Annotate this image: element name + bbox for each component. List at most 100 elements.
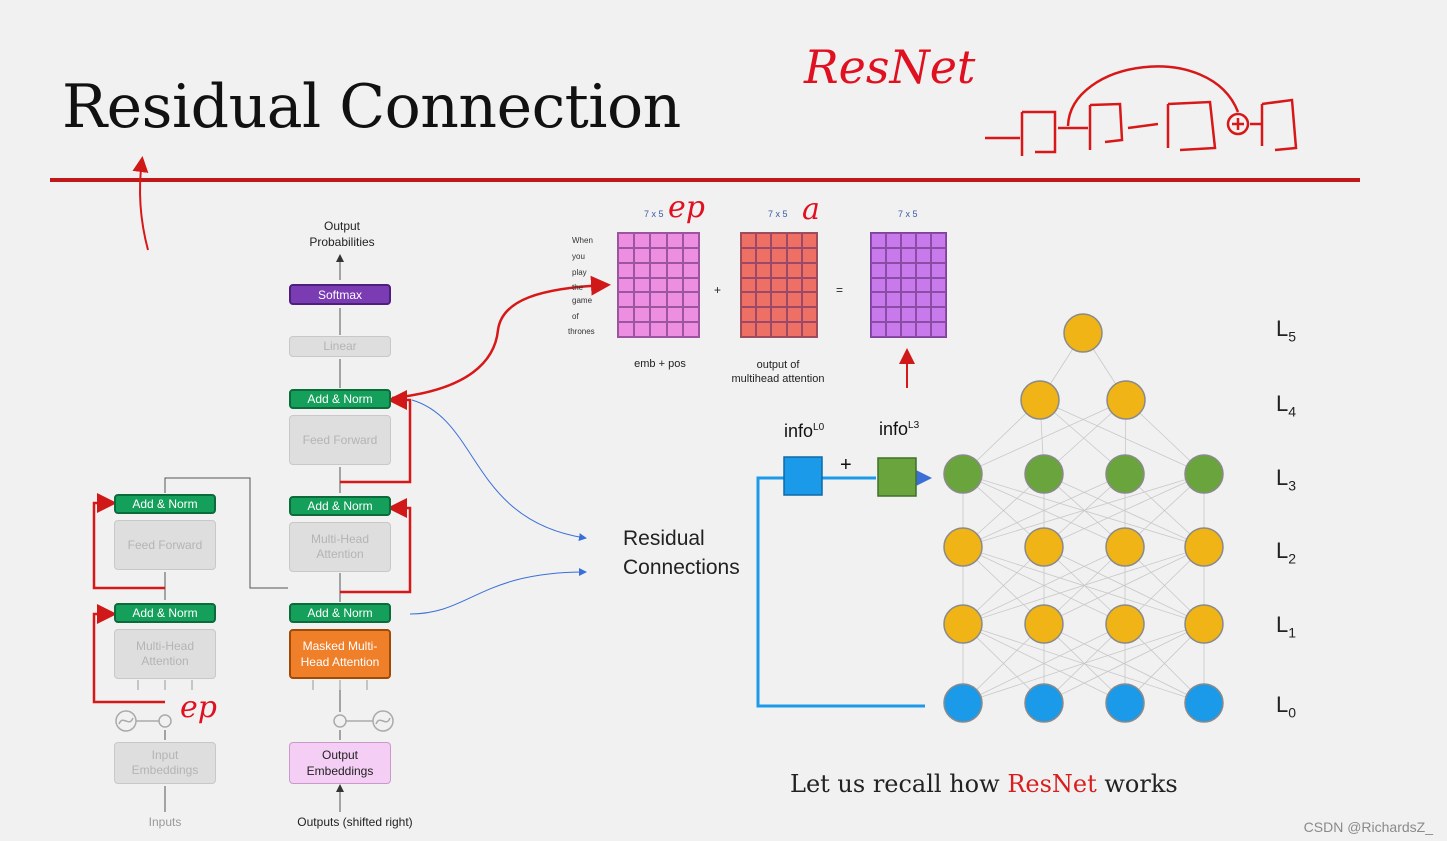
- network-edge: [962, 623, 1205, 704]
- matrix-cell: [801, 292, 817, 308]
- network-edge: [1043, 473, 1205, 548]
- layer-label-l0: L0: [1276, 692, 1297, 721]
- matrix-cell: [634, 277, 651, 293]
- word-0: When: [572, 236, 593, 245]
- matrix-cell: [682, 277, 699, 293]
- matrix-cell: [931, 292, 946, 308]
- matrix-cell: [916, 322, 931, 337]
- caption-attention-output: output of multihead attention: [731, 359, 825, 385]
- matrix-cell: [931, 247, 946, 263]
- matrix-cell: [666, 233, 683, 248]
- matrix-cell: [618, 277, 635, 293]
- matrix-cell: [931, 233, 946, 248]
- word-5: of: [572, 312, 579, 321]
- caption-emb-pos: emb + pos: [634, 358, 686, 370]
- matrix-cell: [618, 233, 635, 248]
- matrix-cell: [634, 322, 651, 337]
- matrix-cell: [650, 262, 667, 278]
- matrix-cell: [756, 307, 772, 323]
- input-embeddings-block: Input Embeddings: [114, 742, 216, 784]
- matrix-cell: [682, 233, 699, 248]
- matrix-cell: [786, 233, 802, 248]
- matrix-cell: [886, 307, 901, 323]
- matrix-cell: [871, 233, 886, 248]
- handwritten-resnet: ResNet: [804, 40, 976, 94]
- matrix-cell: [916, 233, 931, 248]
- layer-label-l4: L4: [1276, 391, 1297, 420]
- matrix-cell: [682, 262, 699, 278]
- watermark: CSDN @RichardsZ_: [1303, 819, 1433, 835]
- matrix-cell: [901, 277, 916, 293]
- linear-block: Linear: [289, 336, 391, 357]
- matrix-cell: [901, 262, 916, 278]
- network-node-l1: [943, 604, 983, 644]
- matrix-cell: [682, 292, 699, 308]
- matrix-cell: [801, 322, 817, 337]
- word-1: you: [572, 252, 585, 261]
- matrix-cell: [916, 277, 931, 293]
- matrix-cell: [682, 322, 699, 337]
- matrix-cell: [634, 247, 651, 263]
- matrix-cell: [741, 307, 757, 323]
- layer-label-l5: L5: [1276, 316, 1297, 345]
- matrix-cell: [634, 233, 651, 248]
- matrix-cell: [650, 322, 667, 337]
- matrix-cell: [741, 292, 757, 308]
- info-l0-square: [783, 456, 823, 496]
- emb-pos-matrix: [617, 232, 700, 338]
- encoder-feed-forward: Feed Forward: [114, 520, 216, 570]
- matrix-cell: [771, 262, 787, 278]
- word-6: thrones: [568, 327, 595, 336]
- outputs-shifted-label: Outputs (shifted right): [297, 815, 413, 829]
- matrix-cell: [886, 233, 901, 248]
- handwritten-resnet-sketch: [985, 65, 1298, 156]
- matrix-cell: [618, 247, 635, 263]
- matrix-cell: [650, 307, 667, 323]
- decoder-multi-head-attention: Multi-Head Attention: [289, 522, 391, 572]
- sum-matrix: [870, 232, 947, 338]
- matrix-cell: [916, 262, 931, 278]
- matrix-cell: [886, 247, 901, 263]
- network-node-l1: [1184, 604, 1224, 644]
- matrix-cell: [786, 277, 802, 293]
- network-edge: [962, 546, 1205, 625]
- decoder-feed-forward: Feed Forward: [289, 415, 391, 465]
- matrix-cell: [741, 233, 757, 248]
- matrix-3-dim: 7 x 5: [898, 209, 918, 219]
- matrix-cell: [931, 322, 946, 337]
- word-4: game: [572, 296, 593, 305]
- matrix-cell: [650, 277, 667, 293]
- matrix-cell: [666, 322, 683, 337]
- output-embeddings-block: Output Embeddings: [289, 742, 391, 784]
- decoder-add-norm-3: Add & Norm: [289, 389, 391, 409]
- network-node-l5: [1063, 313, 1103, 353]
- network-node-l3: [1105, 454, 1145, 494]
- network-edge: [962, 399, 1127, 475]
- matrix-cell: [666, 307, 683, 323]
- matrix-cell: [901, 307, 916, 323]
- network-node-l1: [1024, 604, 1064, 644]
- network-node-l3: [1184, 454, 1224, 494]
- matrix-cell: [871, 292, 886, 308]
- network-node-l4: [1106, 380, 1146, 420]
- matrix-cell: [618, 322, 635, 337]
- network-edge: [962, 546, 1126, 625]
- matrix-cell: [650, 233, 667, 248]
- matrix-cell: [666, 262, 683, 278]
- matrix-cell: [756, 233, 772, 248]
- matrix-cell: [682, 307, 699, 323]
- network-node-l0: [1024, 683, 1064, 723]
- matrix-cell: [634, 292, 651, 308]
- network-edge: [962, 623, 1126, 704]
- matrix-cell: [801, 277, 817, 293]
- matrix-cell: [786, 247, 802, 263]
- network-node-l2: [1105, 527, 1145, 567]
- matrix-cell: [931, 307, 946, 323]
- matrix-cell: [871, 247, 886, 263]
- layer-label-l2: L2: [1276, 538, 1297, 567]
- matrix-cell: [741, 262, 757, 278]
- matrix-cell: [618, 307, 635, 323]
- matrix-cell: [771, 322, 787, 337]
- network-node-l0: [1105, 683, 1145, 723]
